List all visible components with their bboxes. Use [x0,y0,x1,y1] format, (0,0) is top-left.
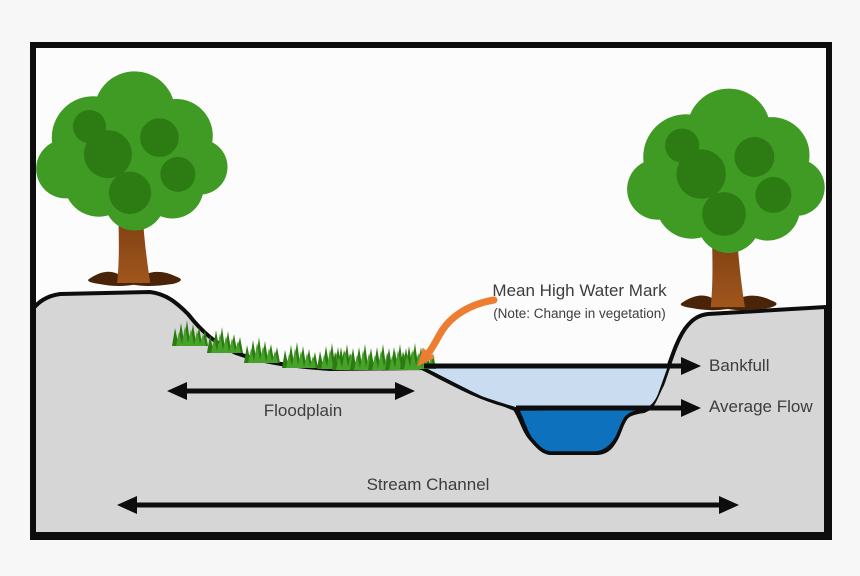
vegetation-note-label: (Note: Change in vegetation) [493,306,666,321]
vegetation-change-arrow [417,296,498,367]
stream-channel-label: Stream Channel [366,475,490,494]
average-flow-label: Average Flow [709,397,813,416]
diagram-frame [30,42,832,540]
terrain-cross-section [36,290,826,534]
left-tree [36,71,227,286]
average-flow-water [516,406,651,455]
floodplain-label: Floodplain [263,401,343,420]
diagram-canvas [36,48,826,534]
bankfull-water [422,366,668,407]
bankfull-label: Bankfull [709,356,770,375]
mean-high-water-mark-label: Mean High Water Mark [492,281,667,300]
right-tree [627,89,825,311]
